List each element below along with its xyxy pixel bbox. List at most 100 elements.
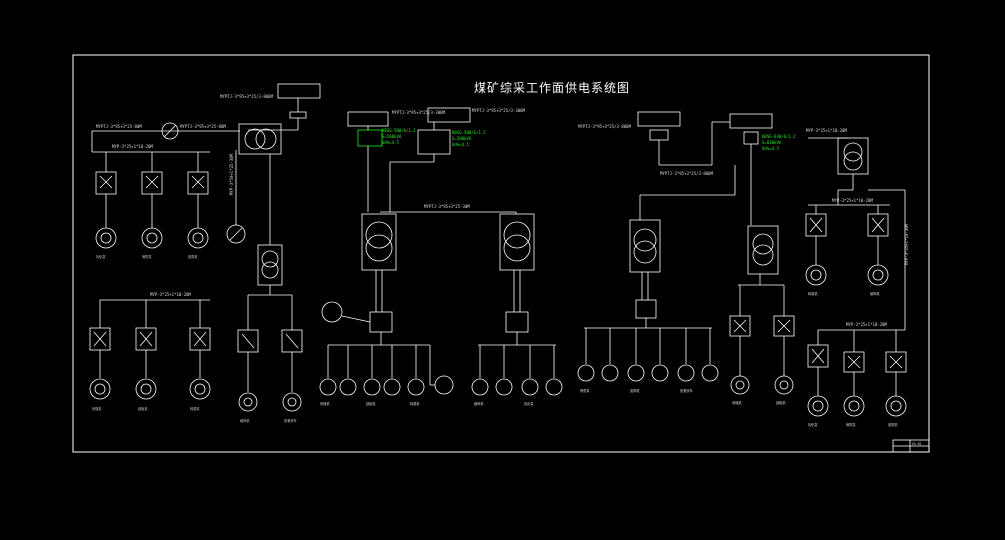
motor-label: 皮带机 bbox=[188, 254, 198, 259]
right-section: MYP-3*25+1*10-20M MYP-3*25+1*10-20M 转载机 … bbox=[805, 128, 909, 427]
switch-box bbox=[347, 111, 389, 127]
motor-icon bbox=[701, 364, 719, 382]
cable-label: MYPTJ-3*95+3*25/3-800M bbox=[220, 94, 274, 99]
motor-icon bbox=[95, 227, 117, 249]
motor-icon bbox=[805, 264, 827, 286]
motor-icon bbox=[339, 378, 357, 396]
starter-group bbox=[95, 152, 209, 249]
motor-icon bbox=[141, 227, 163, 249]
cable-label: MYPTJ-3*95+3*25-80M bbox=[96, 124, 142, 129]
motor-icon bbox=[577, 364, 595, 382]
transformer bbox=[238, 123, 282, 155]
motor-icon bbox=[383, 378, 401, 396]
switch-box bbox=[505, 311, 529, 333]
transformer bbox=[629, 219, 661, 273]
title-block-text: GS-01 bbox=[912, 442, 922, 446]
motor-icon bbox=[282, 392, 302, 412]
motor-icon bbox=[677, 364, 695, 382]
motor-icon bbox=[238, 392, 258, 412]
motor-row bbox=[319, 345, 563, 396]
cable-label: MYPTJ-3*95+3*25/3-800M bbox=[660, 171, 714, 176]
switch-box bbox=[369, 311, 393, 333]
switch-box bbox=[729, 113, 773, 129]
motor-row bbox=[577, 328, 719, 382]
pump-icon bbox=[321, 301, 343, 323]
switch-box bbox=[635, 299, 657, 319]
motor-icon bbox=[730, 375, 750, 395]
motor-icon bbox=[471, 378, 489, 396]
cable-label: MYPTJ-3*95+3*25-30M bbox=[424, 204, 470, 209]
transformer bbox=[499, 213, 535, 271]
motor-label: 采煤机 bbox=[92, 406, 102, 411]
motor-label: 破碎机 bbox=[240, 418, 250, 423]
motor-label: 皮带机 bbox=[888, 422, 898, 427]
green-note: S=500kVA bbox=[382, 134, 402, 139]
motor-icon bbox=[89, 378, 111, 400]
right-middle-section: MYPTJ-3*95+3*25/3-800M MYPTJ-3*95+3*25/3… bbox=[577, 111, 796, 405]
transformer bbox=[747, 225, 779, 275]
motor-icon bbox=[843, 395, 865, 417]
cable-label: MYP-3*25+1*10-30M bbox=[904, 223, 909, 265]
motor-icon bbox=[627, 364, 645, 382]
motor-label: 转载机 bbox=[808, 291, 818, 296]
motor-label: 转载机 bbox=[410, 401, 420, 406]
diagram-title: 煤矿综采工作面供电系统图 bbox=[474, 81, 630, 95]
motor-label: 张紧绞车 bbox=[284, 418, 297, 423]
pump-icon bbox=[434, 375, 454, 395]
cable-label: MYP-3*25+1*10-20M bbox=[112, 144, 154, 149]
motor-label: 采煤机 bbox=[320, 401, 330, 406]
motor-icon bbox=[885, 395, 907, 417]
motor-label: 刮板机 bbox=[366, 401, 376, 406]
green-note: KBSG-500/6/1.2 bbox=[382, 128, 416, 133]
motor-icon bbox=[521, 378, 539, 396]
motor-icon bbox=[774, 375, 794, 395]
motor-label: 刮板机 bbox=[138, 406, 148, 411]
motor-icon bbox=[189, 378, 211, 400]
switch-box bbox=[427, 107, 471, 123]
switch-box bbox=[637, 111, 681, 127]
motor-label: 破碎机 bbox=[474, 401, 484, 406]
feed-switch-icon bbox=[161, 122, 179, 140]
cable-label: MYP-3*25+1*10-20M bbox=[832, 198, 874, 203]
switch-box bbox=[357, 129, 383, 147]
middle-section: MYPTJ-3*95+3*25/3-300M MYPTJ-3*95+3*25/3… bbox=[319, 107, 563, 406]
cable-label: MYPTJ-3*95+3*25/3-300M bbox=[392, 110, 446, 115]
motor-icon bbox=[363, 378, 381, 396]
motor-label: 破碎机 bbox=[870, 291, 880, 296]
motor-label: 皮带机 bbox=[630, 388, 640, 393]
motor-icon bbox=[407, 378, 425, 396]
motor-icon bbox=[867, 264, 889, 286]
transformer bbox=[361, 213, 397, 271]
green-note: Ud%=4.5 bbox=[452, 142, 469, 147]
motor-label: 乳化泵 bbox=[96, 254, 106, 259]
green-note: S=500kVA bbox=[452, 136, 472, 141]
switch-box bbox=[277, 83, 321, 99]
cable-label: MYP-3*50+1*25-30M bbox=[229, 153, 234, 195]
feed-switch-icon bbox=[226, 224, 246, 244]
cable-label: MYPTJ-3*95+3*25/3-800M bbox=[578, 124, 632, 129]
cable-label: MYPTJ-3*95+3*25/3-300M bbox=[472, 108, 526, 113]
green-note: Ud%=4.5 bbox=[382, 140, 399, 145]
cable-label: MYPTJ-3*95+3*25-80M bbox=[180, 124, 226, 129]
motor-label: 转载机 bbox=[190, 406, 200, 411]
motor-icon bbox=[187, 227, 209, 249]
motor-label: 喷雾泵 bbox=[846, 422, 856, 427]
cable-label: MYP-3*25+1*10-20M bbox=[846, 322, 888, 327]
switch-box bbox=[417, 129, 451, 155]
motor-label: 喷雾泵 bbox=[142, 254, 152, 259]
motor-icon bbox=[135, 378, 157, 400]
motor-icon bbox=[545, 378, 563, 396]
left-section: MYPTJ-3*95+3*25/3-800M MYPTJ-3*95+3*25-8… bbox=[89, 83, 321, 423]
title-block: GS-01 bbox=[892, 439, 930, 453]
motor-label: 乳化泵 bbox=[524, 401, 534, 406]
green-note: Ud%=4.5 bbox=[762, 146, 779, 151]
drawing-frame bbox=[72, 54, 930, 453]
cable-label: MYP-3*25+1*10-20M bbox=[806, 128, 848, 133]
cable-label: MYP-3*25+1*10-20M bbox=[150, 292, 192, 297]
motor-label: 喷雾泵 bbox=[580, 388, 590, 393]
motor-icon bbox=[601, 364, 619, 382]
motor-icon bbox=[651, 364, 669, 382]
motor-label: 乳化泵 bbox=[808, 422, 818, 427]
green-note: KBSG-630/6/1.2 bbox=[762, 134, 796, 139]
